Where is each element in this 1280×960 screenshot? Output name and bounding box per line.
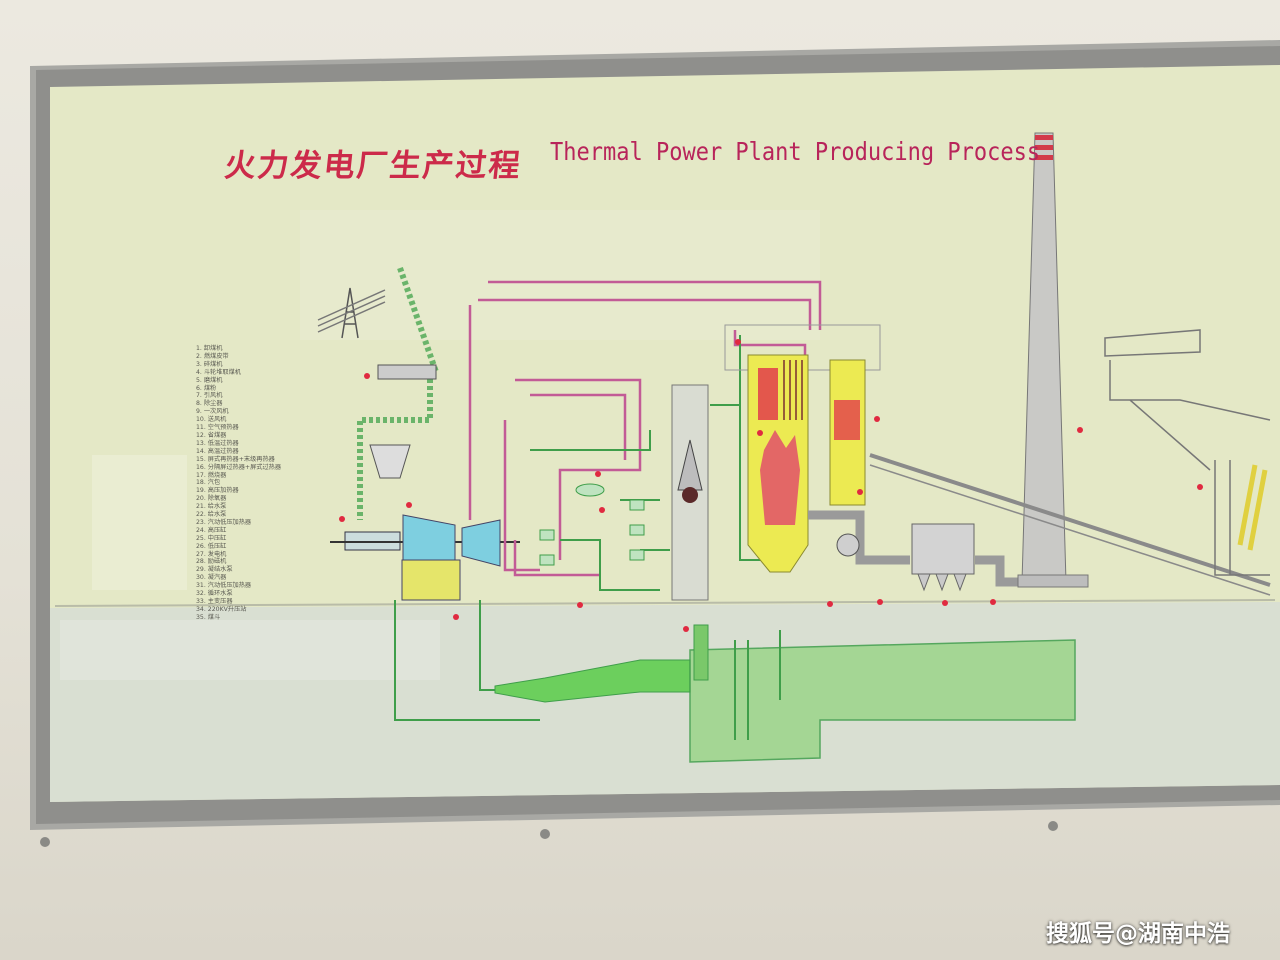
legend-item: 28. 励磁机 [196, 558, 227, 566]
legend-item: 9. 一次风机 [196, 408, 229, 416]
legend-item: 35. 煤斗 [196, 613, 221, 621]
legend-item: 6. 煤粉 [196, 384, 217, 392]
circulating-water-pump [693, 624, 709, 681]
board-title-english: Thermal Power Plant Producing Process [550, 138, 1041, 167]
watermark-text: 搜狐号@湖南中浩 [1046, 921, 1230, 947]
legend-item: 25. 中压缸 [196, 534, 227, 542]
chimney-base [1017, 574, 1089, 588]
mill-drum [682, 487, 698, 503]
legend-item: 1. 卸煤机 [196, 345, 223, 352]
chimney-bands [1035, 135, 1053, 160]
reflection [92, 455, 187, 590]
legend-item: 16. 分隔屏过热器+屏式过热器 [196, 463, 282, 471]
boiler-flame [760, 430, 800, 525]
legend-item: 3. 碎煤机 [196, 360, 223, 368]
coal-hopper [369, 444, 411, 479]
legend-item: 11. 空气预热器 [196, 424, 239, 432]
board-title-chinese: 火力发电厂生产过程 [222, 148, 524, 184]
legend-item: 7. 引风机 [196, 392, 223, 400]
water-pipes [394, 335, 770, 721]
boiler-tubes [783, 360, 803, 420]
legend-item: 14. 高温过热器 [196, 447, 239, 455]
steam-pipes [468, 280, 822, 577]
legend-item: 17. 燃烧器 [196, 471, 227, 479]
legend-item: 33. 主变压器 [196, 598, 233, 605]
legend-item: 8. 除尘器 [196, 400, 223, 408]
coal-yard [1104, 329, 1271, 576]
legend-item: 34. 220KV升压站 [196, 605, 247, 613]
legend-item: 13. 低温过热器 [196, 439, 239, 447]
legend-item: 21. 给水泵 [196, 503, 227, 511]
legend-item: 29. 凝结水泵 [196, 566, 233, 574]
economizer-coils [834, 400, 860, 440]
legend-item: 20. 除氧器 [196, 495, 227, 503]
callout-markers [339, 339, 1203, 632]
legend-item: 24. 高压缸 [196, 526, 227, 534]
coal-conveyor-right [869, 453, 1271, 587]
reflection [300, 210, 820, 340]
condenser [401, 559, 461, 601]
frame-bolts [40, 821, 1058, 847]
legend-item: 4. 斗轮堆取煤机 [196, 368, 241, 376]
coal-crusher [377, 364, 437, 380]
legend-item: 23. 汽动低压加热器 [196, 518, 252, 526]
legend-item: 22. 给水泵 [196, 511, 227, 519]
transmission-tower [317, 287, 386, 339]
legend-item: 2. 燃煤皮带 [196, 352, 229, 360]
legend-item: 12. 省煤器 [196, 431, 227, 439]
induced-draft-fan [836, 533, 860, 557]
legend-item: 31. 汽动低压加热器 [196, 582, 252, 590]
coal-chute [1237, 464, 1268, 551]
legend-item: 32. 循环水泵 [196, 590, 233, 598]
pump-shafts [734, 630, 781, 740]
legend-item: 10. 送风机 [196, 416, 227, 424]
ip-turbine [461, 519, 501, 567]
coal-conveyor-right [869, 464, 1271, 596]
boiler-superheater [758, 368, 778, 420]
legend-item: 19. 高压加热器 [196, 487, 239, 495]
feedwater-heaters [539, 483, 645, 566]
legend-item: 26. 低压缸 [196, 542, 227, 550]
coal-conveyor-left [357, 267, 439, 520]
ground-line [54, 599, 1276, 607]
precipitator-hoppers [917, 573, 967, 592]
legend-item: 18. 汽包 [196, 479, 221, 487]
reflection [60, 620, 440, 680]
legend-item: 27. 发电机 [196, 550, 227, 558]
component-legend: 1. 卸煤机 2. 燃煤皮带 3. 碎煤机 4. 斗轮堆取煤机 5. 磨煤机 6… [196, 345, 281, 622]
legend-item: 15. 屏式再热器+末级再热器 [196, 455, 275, 463]
legend-item: 5. 磨煤机 [196, 376, 223, 384]
precipitator [911, 523, 975, 575]
cooling-water-basin [689, 639, 1076, 763]
legend-item: 30. 凝汽器 [196, 574, 227, 582]
